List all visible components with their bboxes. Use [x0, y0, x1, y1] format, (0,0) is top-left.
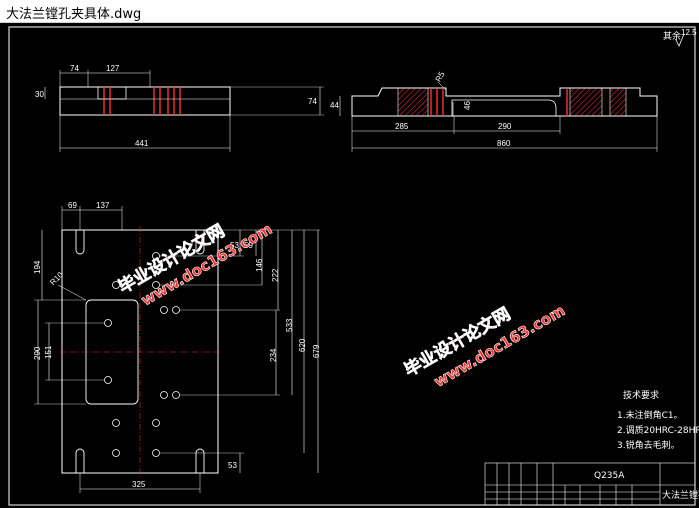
tech-title: 技术要求	[623, 389, 659, 401]
dim-127: 127	[106, 64, 120, 73]
dim-325: 325	[132, 480, 146, 489]
roughness-value: 12.5	[681, 28, 697, 37]
front-view-right: R5 44 46 285 290 860	[330, 70, 658, 152]
watermark-2: 毕业设计论文网 www.doc163.com	[400, 301, 568, 391]
dim-74b: 74	[308, 97, 317, 106]
dim-46: 46	[463, 101, 472, 110]
dim-860: 860	[497, 139, 511, 148]
dim-30: 30	[35, 90, 44, 99]
tech-note-2: 2.调质20HRC-28HRC。	[617, 424, 699, 436]
dim-r10: R10	[48, 270, 65, 287]
drawing-svg: 其余 12.5 74 127 30 441 74	[8, 26, 699, 506]
front-view-left: 74 127 30 441 74	[35, 64, 324, 152]
dim-53a: 53	[230, 241, 239, 250]
dim-533: 533	[285, 318, 294, 332]
plan-view: 69 137 194 R10 290 151	[33, 201, 321, 493]
dim-234: 234	[269, 348, 278, 362]
material-label: Q235A	[594, 471, 625, 481]
dim-290b: 290	[33, 346, 42, 360]
dim-59: 59	[244, 241, 253, 250]
dim-620: 620	[298, 338, 307, 352]
tech-note-3: 3.锐角去毛刺。	[617, 439, 680, 451]
window-titlebar: 大法兰镗孔夹具体.dwg	[0, 0, 699, 23]
dim-146: 146	[255, 258, 264, 272]
dim-53b: 53	[228, 461, 237, 470]
cad-canvas[interactable]: 其余 12.5 74 127 30 441 74	[0, 23, 699, 508]
dim-137: 137	[96, 201, 110, 210]
dim-285: 285	[395, 122, 409, 131]
dim-r5: R5	[434, 70, 447, 84]
dim-441: 441	[135, 139, 149, 148]
tech-requirements: 技术要求 1.未注倒角C1。 2.调质20HRC-28HRC。 3.锐角去毛刺。	[617, 389, 699, 451]
window-title: 大法兰镗孔夹具体.dwg	[6, 7, 142, 22]
title-block-name: 大法兰镗孔夹具体	[662, 489, 699, 501]
tech-note-1: 1.未注倒角C1。	[617, 409, 683, 421]
dim-151: 151	[44, 345, 53, 359]
roughness-symbol: 其余 12.5	[663, 28, 697, 47]
dim-290a: 290	[498, 122, 512, 131]
dim-222: 222	[271, 268, 280, 282]
dim-69: 69	[68, 201, 77, 210]
dim-679: 679	[312, 344, 321, 358]
title-block	[484, 462, 696, 506]
watermark-1: 毕业设计论文网 www.doc163.com	[114, 220, 275, 310]
roughness-label: 其余	[663, 30, 681, 42]
drawing-frame	[8, 26, 696, 506]
dim-44a: 44	[330, 101, 339, 110]
dim-194: 194	[33, 260, 42, 274]
dim-74a: 74	[70, 64, 79, 73]
